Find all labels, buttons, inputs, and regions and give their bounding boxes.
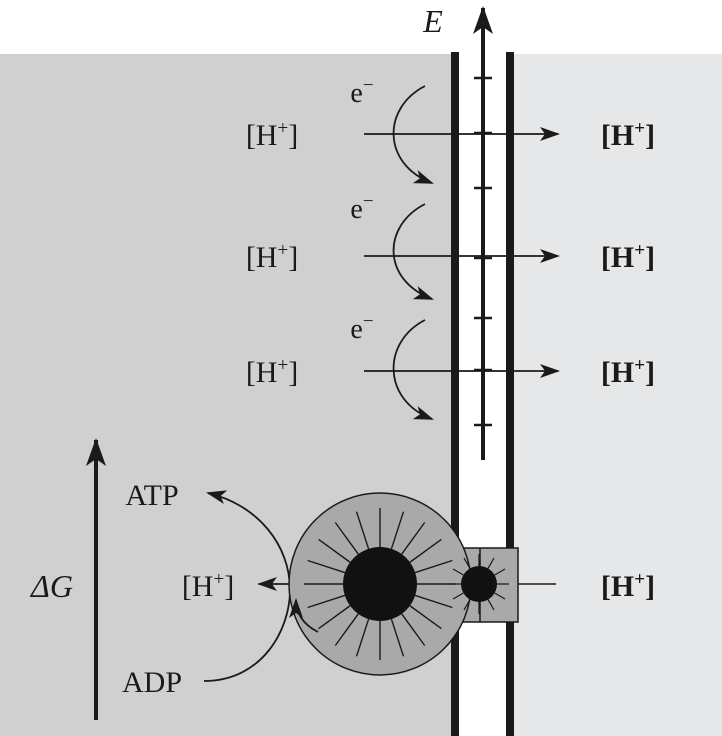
synthase-spoke: [334, 613, 359, 646]
membrane-rotor-spoke: [463, 599, 471, 611]
proton-pump-step: e− [H+] [H+]: [246, 311, 655, 420]
membrane-rotor-spoke: [494, 592, 506, 600]
energy-axis-ticks: [474, 76, 492, 427]
rotation-arrow: [289, 598, 319, 633]
synthase-spoke: [409, 538, 442, 563]
electron-label: e−: [350, 311, 373, 345]
synthase-spoke: [307, 559, 346, 574]
proton-matrix-label: [H+]: [246, 118, 298, 152]
synthase-rotor: [343, 547, 417, 621]
membrane-rotor-spoke: [452, 568, 464, 576]
adp-label: ADP: [122, 666, 182, 699]
atp-synthase: [288, 492, 556, 676]
energy-axis: [473, 6, 493, 460]
proton-intermembrane-label: [H+]: [601, 240, 655, 274]
membrane-rotor-spoke: [452, 592, 464, 600]
proton-pump-step: e− [H+] [H+]: [246, 75, 655, 184]
synthase-spoke: [401, 613, 426, 646]
synthase-spoke: [414, 559, 453, 574]
synthase-spoke: [355, 511, 370, 550]
membrane-rotor-spoke: [463, 557, 471, 569]
electron-transfer-arrow: [392, 203, 434, 300]
proton-matrix-label: [H+]: [246, 355, 298, 389]
intermembrane-space-compartment: [513, 54, 722, 736]
electron-label: e−: [350, 75, 373, 109]
energy-axis-label: E: [422, 3, 443, 39]
proton-intermembrane-label: [H+]: [601, 355, 655, 389]
electron-transfer-arrow: [392, 85, 434, 184]
membrane-rotor-spoke: [494, 568, 506, 576]
atp-label: ATP: [125, 479, 178, 512]
proton-intermembrane-label: [H+]: [601, 118, 655, 152]
synthase-spoke: [409, 605, 442, 630]
synthase-spokes: [304, 508, 456, 660]
synthase-spoke: [390, 511, 405, 550]
membrane-rotor: [461, 566, 497, 602]
proton-released-label: [H+]: [182, 569, 234, 603]
delta-g-label: ΔG: [29, 568, 73, 604]
synthase-spoke: [334, 522, 359, 555]
membrane-rotor-spoke: [487, 599, 495, 611]
proton-matrix-label: [H+]: [246, 240, 298, 274]
synthase-spoke: [401, 522, 426, 555]
electron-label: e−: [350, 191, 373, 225]
synthase-spoke: [390, 618, 405, 657]
proton-synthase-label: [H+]: [601, 569, 655, 603]
membrane-rotor-spokes: [449, 554, 509, 614]
synthase-spoke: [355, 618, 370, 657]
proton-pump-step: e− [H+] [H+]: [246, 191, 655, 300]
membrane-rotor-spoke: [487, 557, 495, 569]
synthase-spoke: [414, 594, 453, 609]
synthase-spoke: [318, 538, 351, 563]
synthase-spoke: [307, 594, 346, 609]
electron-transfer-steps: e− [H+] [H+] e− [H+] [H+] e− [H+] [H+]: [246, 75, 655, 420]
synthase-spoke: [318, 605, 351, 630]
